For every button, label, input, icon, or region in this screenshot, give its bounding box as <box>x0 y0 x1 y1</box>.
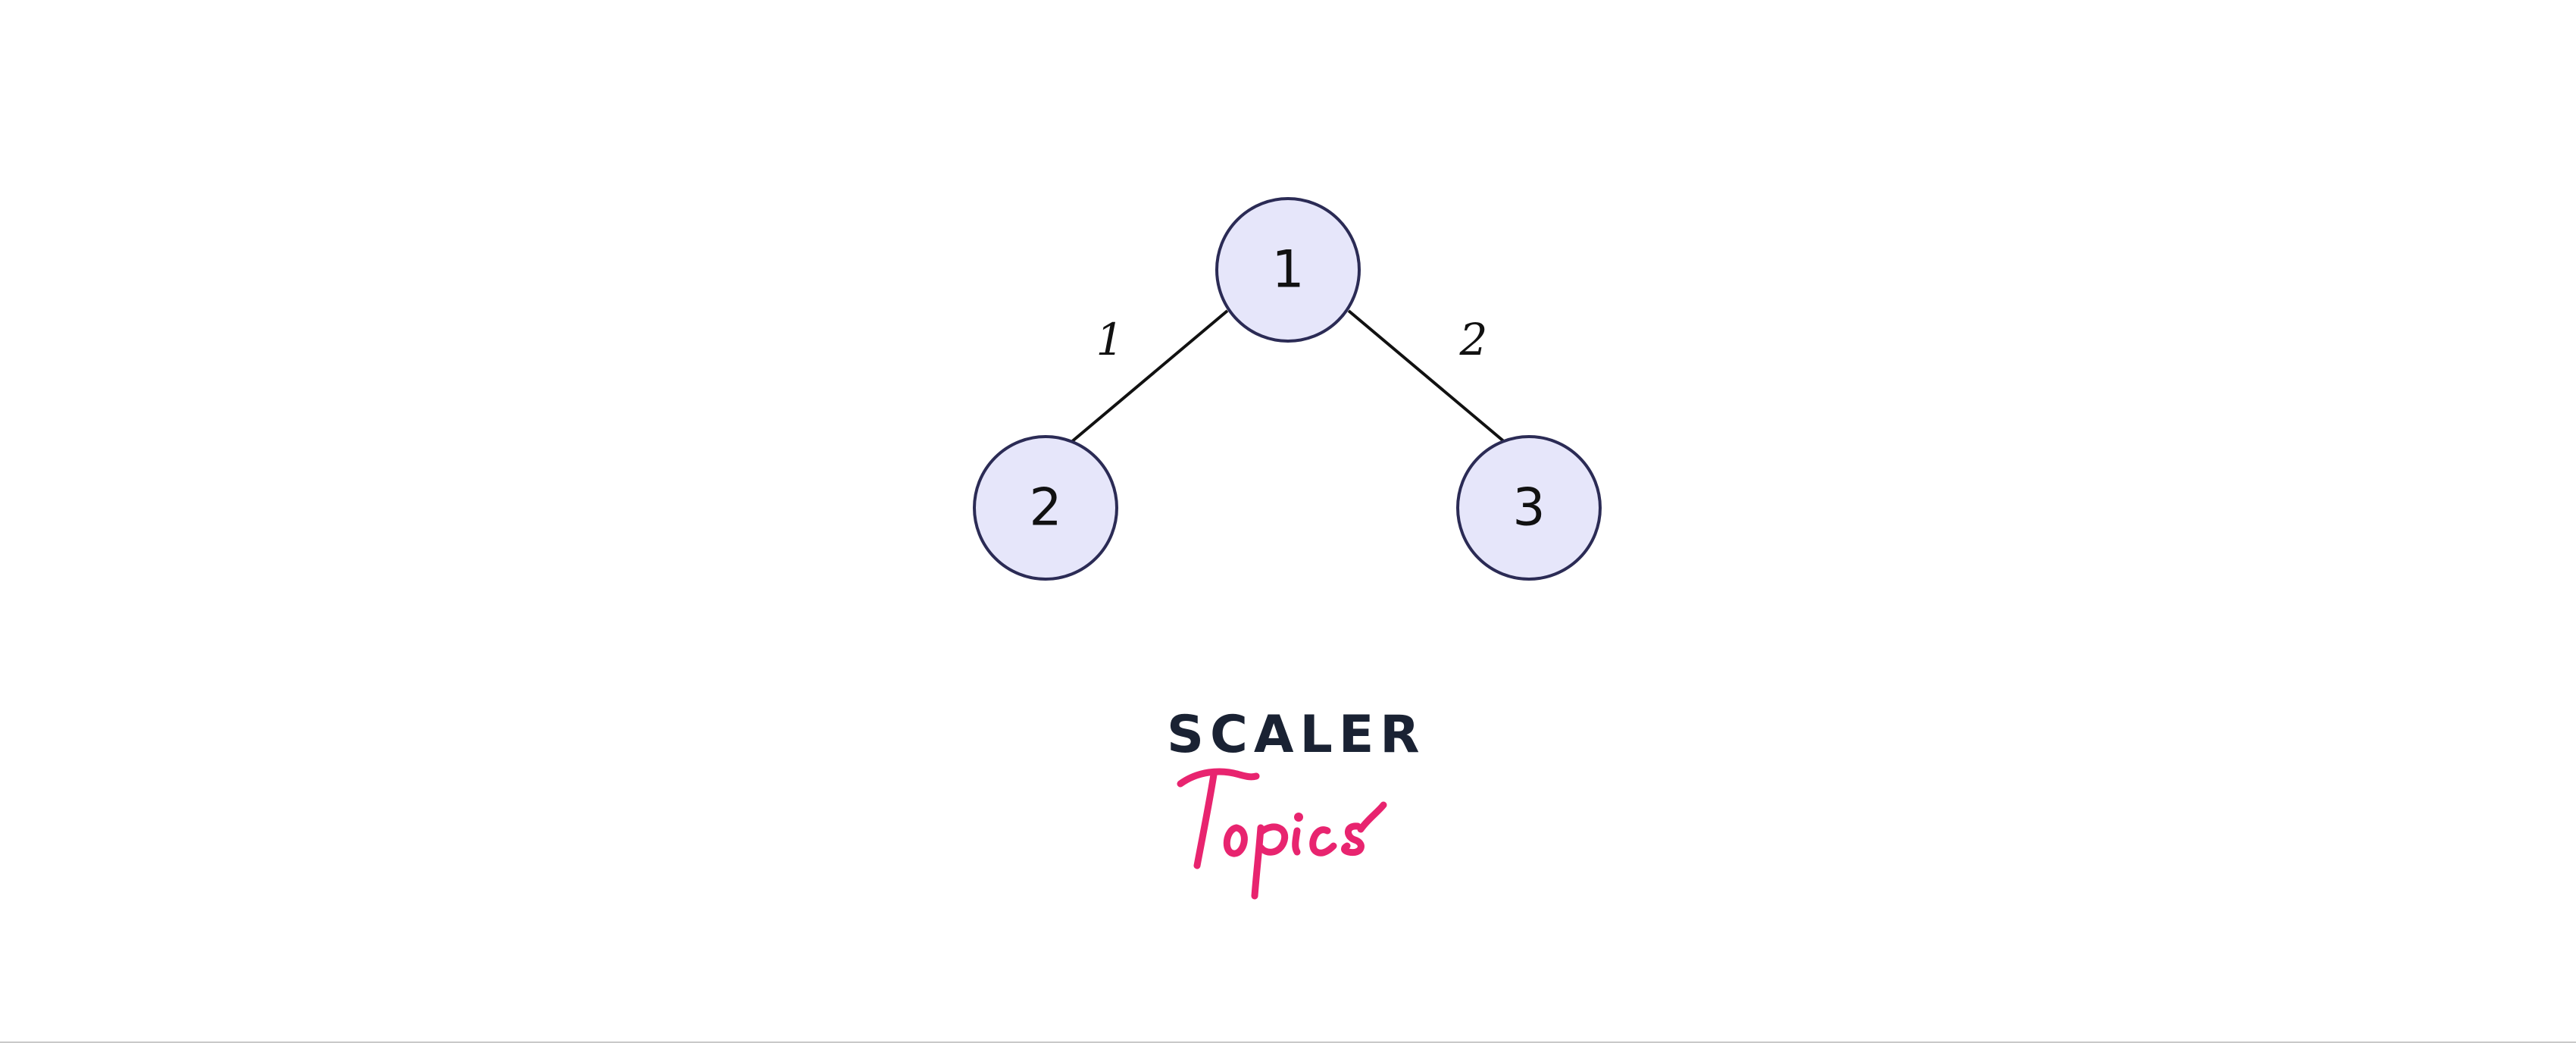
node-3-circle <box>1456 435 1602 581</box>
logo-brand-word: SCALER <box>1167 705 1426 765</box>
node-1-label: 1 <box>1271 240 1304 300</box>
edge-1-3 <box>1347 309 1507 444</box>
edge-weight-1-2: 1 <box>1096 314 1124 365</box>
scaler-topics-logo: SCALER <box>1167 705 1426 910</box>
node-2: 2 <box>973 435 1118 581</box>
edge-1-2 <box>1069 309 1229 444</box>
node-2-circle <box>973 435 1118 581</box>
node-1-circle <box>1215 197 1361 343</box>
node-1: 1 <box>1215 197 1361 343</box>
node-2-label: 2 <box>1029 478 1061 538</box>
node-3: 3 <box>1456 435 1602 581</box>
logo-script-topics <box>1177 768 1387 900</box>
node-3-label: 3 <box>1512 478 1545 538</box>
edge-weight-1-3: 2 <box>1459 314 1488 365</box>
